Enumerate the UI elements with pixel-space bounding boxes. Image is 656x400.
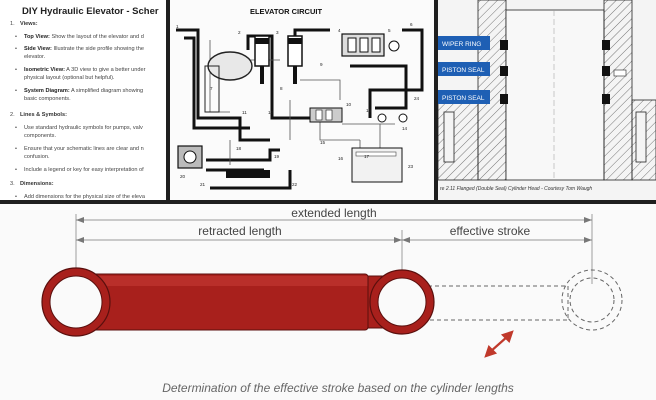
- list-item: •Side View: Illustrate the side profile …: [15, 46, 144, 52]
- seal-label: PISTON SEAL: [442, 95, 485, 102]
- svg-text:11: 11: [242, 110, 247, 115]
- svg-text:10: 10: [346, 102, 352, 107]
- document-panel: DIY Hydraulic Elevator - Scher 1.Views: …: [0, 0, 166, 200]
- document-title: DIY Hydraulic Elevator - Scher: [22, 6, 159, 17]
- svg-text:23: 23: [408, 164, 414, 169]
- svg-text:16: 16: [338, 156, 344, 161]
- section-heading: 2. Lines & Symbols:: [10, 112, 67, 119]
- circuit-diagram: ELEVATOR CIRCUIT: [176, 7, 424, 190]
- retracted-length-label: retracted length: [198, 224, 281, 238]
- cylinder-body: [41, 267, 435, 337]
- list-item: •System Diagram: A simplified diagram sh…: [15, 88, 144, 94]
- svg-text:5: 5: [388, 28, 391, 33]
- list-item-continued: confusion.: [24, 154, 50, 160]
- section-heading: 3. Dimensions:: [10, 181, 54, 188]
- extended-length-label: extended length: [291, 206, 376, 220]
- seal-label: WIPER RING: [442, 41, 481, 48]
- circuit-title: ELEVATOR CIRCUIT: [250, 7, 323, 16]
- seal-label: PISTON SEAL: [442, 67, 485, 74]
- section-title: Views:: [20, 21, 38, 27]
- svg-text:18: 18: [236, 146, 242, 151]
- list-item: •Use standard hydraulic symbols for pump…: [15, 125, 143, 131]
- svg-text:12: 12: [268, 110, 274, 115]
- cylinder-panel: extended length retracted length effecti…: [0, 200, 656, 400]
- list-item: •Isometric View: A 3D view to give a bet…: [15, 67, 146, 73]
- list-item-continued: elevator.: [24, 54, 46, 60]
- list-item: •Add dimensions for the physical size of…: [15, 194, 145, 200]
- svg-text:19: 19: [274, 154, 280, 159]
- list-item: •Top View: Show the layout of the elevat…: [15, 34, 144, 40]
- svg-text:15: 15: [320, 140, 326, 145]
- circuit-panel: ELEVATOR CIRCUIT: [166, 0, 438, 200]
- svg-text:14: 14: [402, 126, 408, 131]
- svg-text:9: 9: [320, 62, 323, 67]
- svg-text:1: 1: [176, 24, 179, 29]
- svg-text:24: 24: [414, 96, 420, 101]
- svg-text:4: 4: [338, 28, 341, 33]
- svg-text:8: 8: [280, 86, 283, 91]
- stroke-direction-arrow-icon: [484, 330, 514, 358]
- svg-text:13: 13: [366, 108, 372, 113]
- svg-text:22: 22: [292, 182, 298, 187]
- svg-text:2: 2: [238, 30, 241, 35]
- section-title: Dimensions:: [20, 181, 54, 187]
- list-item-continued: components.: [24, 133, 57, 139]
- list-item: •Ensure that your schematic lines are cl…: [15, 146, 144, 152]
- seal-panel: WIPER RING PISTON SEAL PISTON SEAL re 2.…: [438, 0, 656, 200]
- svg-text:7: 7: [210, 86, 213, 91]
- svg-text:20: 20: [180, 174, 186, 179]
- effective-stroke-label: effective stroke: [450, 224, 531, 238]
- cylinder-diagram: extended length retracted length effecti…: [41, 206, 623, 395]
- extended-rod-outline: [427, 285, 569, 321]
- seal-caption: re 2.11 Flanged (Double Seal) Cylinder H…: [440, 186, 592, 192]
- section-number: 3.: [10, 181, 15, 187]
- svg-text:17: 17: [364, 154, 370, 159]
- extended-eye-outline: [561, 269, 623, 331]
- list-item-continued: physical layout (optional but helpful).: [24, 75, 115, 81]
- svg-text:21: 21: [200, 182, 206, 187]
- section-number: 1.: [10, 21, 15, 27]
- section-number: 2.: [10, 112, 15, 118]
- seal-diagram: WIPER RING PISTON SEAL PISTON SEAL re 2.…: [438, 0, 656, 200]
- cylinder-caption: Determination of the effective stroke ba…: [162, 381, 514, 395]
- list-item: •Include a legend or key for easy interp…: [15, 167, 144, 173]
- svg-text:6: 6: [410, 22, 413, 27]
- section-title: Lines & Symbols:: [20, 112, 67, 118]
- list-item-continued: basic components.: [24, 96, 71, 102]
- svg-text:3: 3: [276, 30, 279, 35]
- section-heading: 1. Views:: [10, 21, 38, 28]
